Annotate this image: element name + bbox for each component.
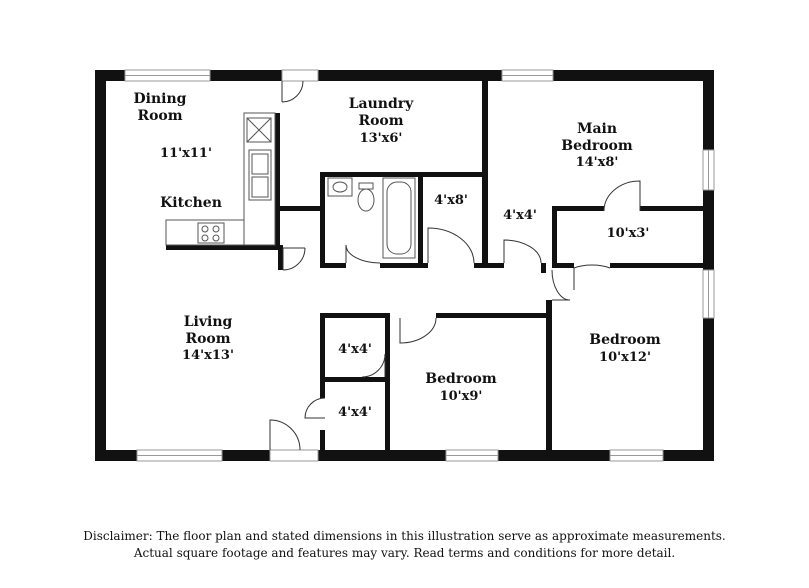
main-bedroom-label-2: Bedroom <box>561 138 633 154</box>
door-bedroom-right-swing <box>551 269 571 301</box>
wall-bath-bottom-c <box>474 263 504 268</box>
wall-main-closet-top-a <box>552 206 604 211</box>
bathtub[interactable] <box>382 177 416 259</box>
wall-right-b <box>703 190 714 270</box>
bedroom-right-dim: 10'x12' <box>599 350 651 365</box>
wall-kitchen-laundry <box>275 113 280 248</box>
wall-left <box>95 70 106 461</box>
wall-bottom-d <box>498 450 610 461</box>
door-laundry-swing <box>281 80 304 103</box>
interior-walls <box>166 81 703 450</box>
door-main-bedroom-swing <box>573 264 611 290</box>
wall-closet-lower-left <box>320 430 325 450</box>
wall-main-closet-left <box>552 206 557 268</box>
bath-vanity[interactable] <box>327 177 353 197</box>
wall-hall-closet-right <box>541 263 546 273</box>
wall-right-a <box>703 70 714 150</box>
main-closet-dim: 10'x3' <box>607 226 650 241</box>
wall-bath-left <box>320 172 325 268</box>
closet-upper-dim: 4'x4' <box>338 342 372 357</box>
living-room-label: Living <box>184 314 233 330</box>
wall-main-closet-bottom-b <box>610 263 703 268</box>
wall-top-left <box>95 70 125 81</box>
room-labels: Dining Room 11'x11' Kitchen Laundry Room… <box>134 91 661 420</box>
living-room-dim: 14'x13' <box>182 348 234 363</box>
kitchen-counter-bottom[interactable] <box>165 219 245 246</box>
wall-closet-divider <box>320 377 390 382</box>
door-entry-swing <box>269 419 301 451</box>
wall-bath-divider <box>418 172 423 268</box>
bedroom-mid-label: Bedroom <box>425 371 497 387</box>
wall-laundry-bottom <box>278 206 324 211</box>
door-closet-upper-swing <box>361 353 386 378</box>
door-main-closet-swing <box>603 180 641 212</box>
windows <box>124 69 715 462</box>
fridge[interactable] <box>246 117 272 143</box>
bath-4x8-dim: 4'x8' <box>434 193 468 208</box>
dining-room-label-2: Room <box>137 108 182 124</box>
wall-living-hall <box>278 245 283 270</box>
wall-main-closet-bottom-a <box>552 263 574 268</box>
door-closet-lower-swing <box>304 397 326 419</box>
wall-kitchen-bottom <box>166 245 282 250</box>
exterior-walls <box>95 70 714 461</box>
door-4x8-swing <box>427 227 475 264</box>
wall-top-right <box>553 70 714 81</box>
main-bedroom-label: Main <box>577 121 617 137</box>
wall-main-closet-top-b <box>640 206 703 211</box>
kitchen-label: Kitchen <box>160 195 222 211</box>
door-living-hall-swing <box>282 247 306 271</box>
wall-top-mid-b <box>318 70 502 81</box>
kitchen-counter[interactable] <box>243 112 276 246</box>
wall-closets-left <box>320 313 325 398</box>
door-entry <box>269 449 319 462</box>
bedroom-right-label: Bedroom <box>589 332 661 348</box>
door-bath-swing <box>345 244 381 264</box>
wall-bath-bottom-a <box>320 263 346 268</box>
wall-bath-top <box>320 172 486 177</box>
wall-main-bedroom-left <box>482 81 488 268</box>
laundry-room-dim: 13'x6' <box>360 131 403 146</box>
doors <box>269 69 641 462</box>
toilet[interactable] <box>357 188 375 212</box>
main-bedroom-dim: 14'x8' <box>576 155 619 170</box>
disclaimer: Disclaimer: The floor plan and stated di… <box>0 528 809 562</box>
wall-bottom-c <box>318 450 446 461</box>
wall-bedrooms-divider <box>546 300 552 450</box>
door-hall-closet-swing <box>503 239 542 264</box>
wall-bath-bottom-b <box>380 263 428 268</box>
closet-lower-dim: 4'x4' <box>338 405 372 420</box>
wall-bedroom-mid-top-a <box>320 313 390 318</box>
fixtures <box>165 112 416 259</box>
disclaimer-line-1: Disclaimer: The floor plan and stated di… <box>83 529 726 543</box>
dining-room-label: Dining <box>134 91 187 107</box>
kitchen-sink[interactable] <box>248 149 272 201</box>
wall-top-mid-a <box>210 70 282 81</box>
laundry-room-label: Laundry <box>349 96 414 112</box>
dining-room-dim: 11'x11' <box>160 146 212 161</box>
laundry-room-label-2: Room <box>358 113 403 129</box>
wall-bottom-b <box>222 450 270 461</box>
door-bedroom-mid-swing <box>399 317 437 344</box>
wall-bedroom-mid-top-b <box>436 313 552 318</box>
wall-right-c <box>703 318 714 461</box>
hall-closet-dim: 4'x4' <box>503 208 537 223</box>
wall-bottom-a <box>95 450 137 461</box>
wall-bottom-e <box>663 450 714 461</box>
door-laundry-exterior <box>281 69 319 82</box>
living-room-label-2: Room <box>185 331 230 347</box>
stove[interactable] <box>197 222 225 244</box>
bedroom-mid-dim: 10'x9' <box>440 389 483 404</box>
disclaimer-line-2: Actual square footage and features may v… <box>133 546 676 560</box>
